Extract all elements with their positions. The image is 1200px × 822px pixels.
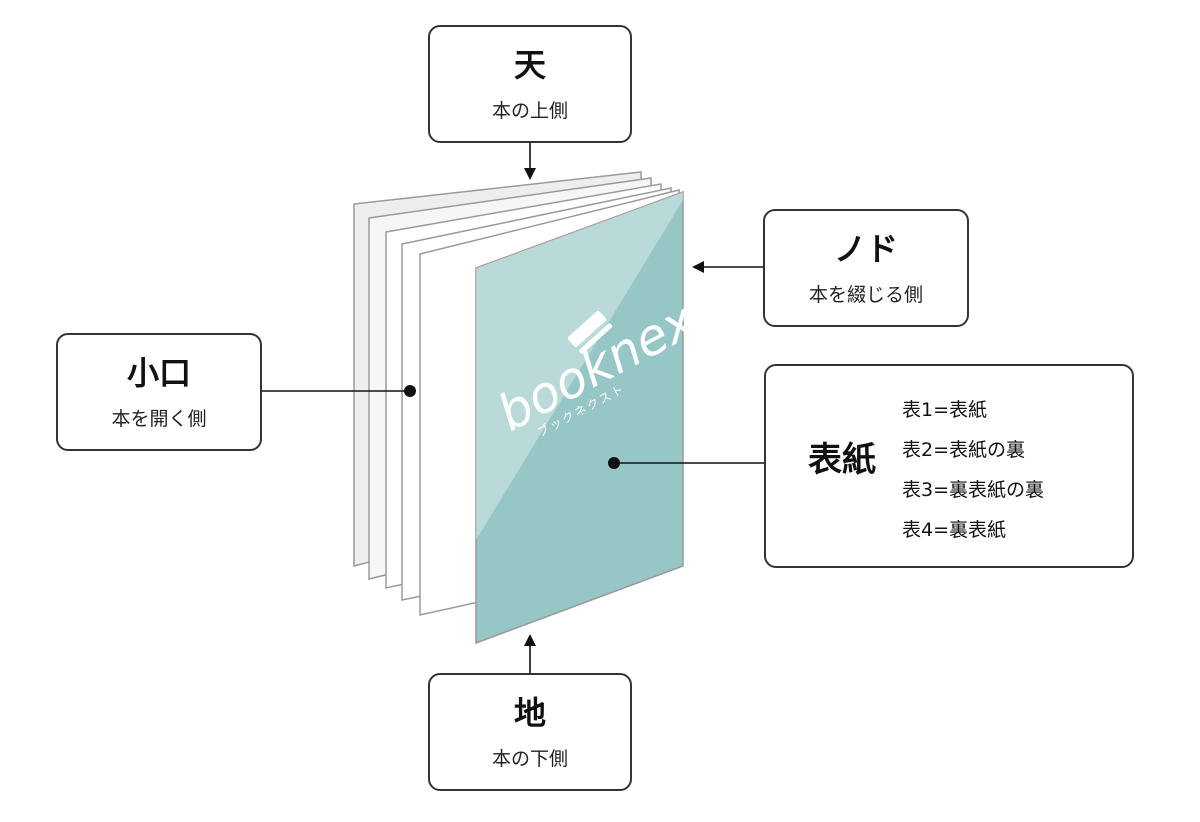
fore-edge-subtitle: 本を開く側 bbox=[111, 408, 207, 430]
top-arrow-head bbox=[524, 168, 536, 180]
cover-item-2: 表2=表紙の裏 bbox=[902, 439, 1026, 461]
cover-item-4: 表4=裏表紙 bbox=[902, 519, 1007, 541]
bottom-subtitle: 本の下側 bbox=[491, 748, 568, 770]
front-cover bbox=[475, 190, 684, 645]
cover-item-1: 表1=表紙 bbox=[902, 399, 988, 421]
spine-title: ノド bbox=[833, 230, 898, 268]
cover-label-box: 表紙 表1=表紙 表2=表紙の裏 表3=裏表紙の裏 表4=裏表紙 bbox=[764, 364, 1134, 568]
cover-list: 表1=表紙 表2=表紙の裏 表3=裏表紙の裏 表4=裏表紙 bbox=[902, 398, 1044, 558]
top-label-box: 天 本の上側 bbox=[428, 25, 632, 143]
top-subtitle: 本の上側 bbox=[491, 100, 568, 122]
cover-title: 表紙 bbox=[808, 440, 876, 480]
fore-edge-label-box: 小口 本を開く側 bbox=[56, 333, 262, 451]
spine-label-box: ノド 本を綴じる側 bbox=[763, 209, 969, 327]
spine-arrow-head bbox=[692, 261, 704, 273]
cover-item-3: 表3=裏表紙の裏 bbox=[902, 479, 1045, 501]
bottom-title: 地 bbox=[513, 694, 546, 732]
fore-edge-title: 小口 bbox=[126, 354, 191, 392]
fore-edge-dot bbox=[404, 385, 416, 397]
bottom-arrow-head bbox=[524, 634, 536, 646]
cover-highlight bbox=[476, 192, 683, 540]
top-title: 天 bbox=[513, 46, 546, 84]
bottom-label-box: 地 本の下側 bbox=[428, 673, 632, 791]
cover-dot bbox=[608, 457, 620, 469]
spine-subtitle: 本を綴じる側 bbox=[808, 284, 923, 306]
